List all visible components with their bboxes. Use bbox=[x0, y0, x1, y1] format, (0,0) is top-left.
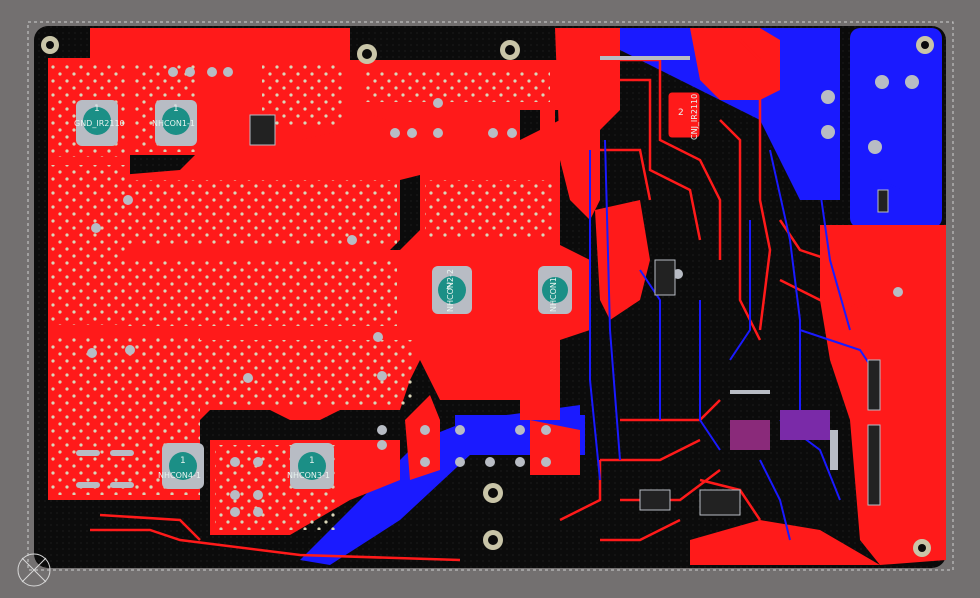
mounting-hole bbox=[913, 539, 931, 557]
mounting-hole bbox=[483, 483, 503, 503]
mounting-hole bbox=[357, 44, 377, 64]
mounting-hole bbox=[483, 530, 503, 550]
board-outline bbox=[27, 21, 954, 571]
cap-pads bbox=[76, 450, 134, 488]
mounting-hole bbox=[916, 36, 934, 54]
origin-marker-icon bbox=[17, 553, 51, 587]
mounting-hole bbox=[500, 40, 520, 60]
through-hole-pads bbox=[87, 67, 919, 517]
smd-components bbox=[249, 56, 889, 516]
mounting-hole bbox=[41, 36, 59, 54]
power-pads bbox=[76, 91, 701, 489]
mounting-holes bbox=[41, 36, 934, 557]
